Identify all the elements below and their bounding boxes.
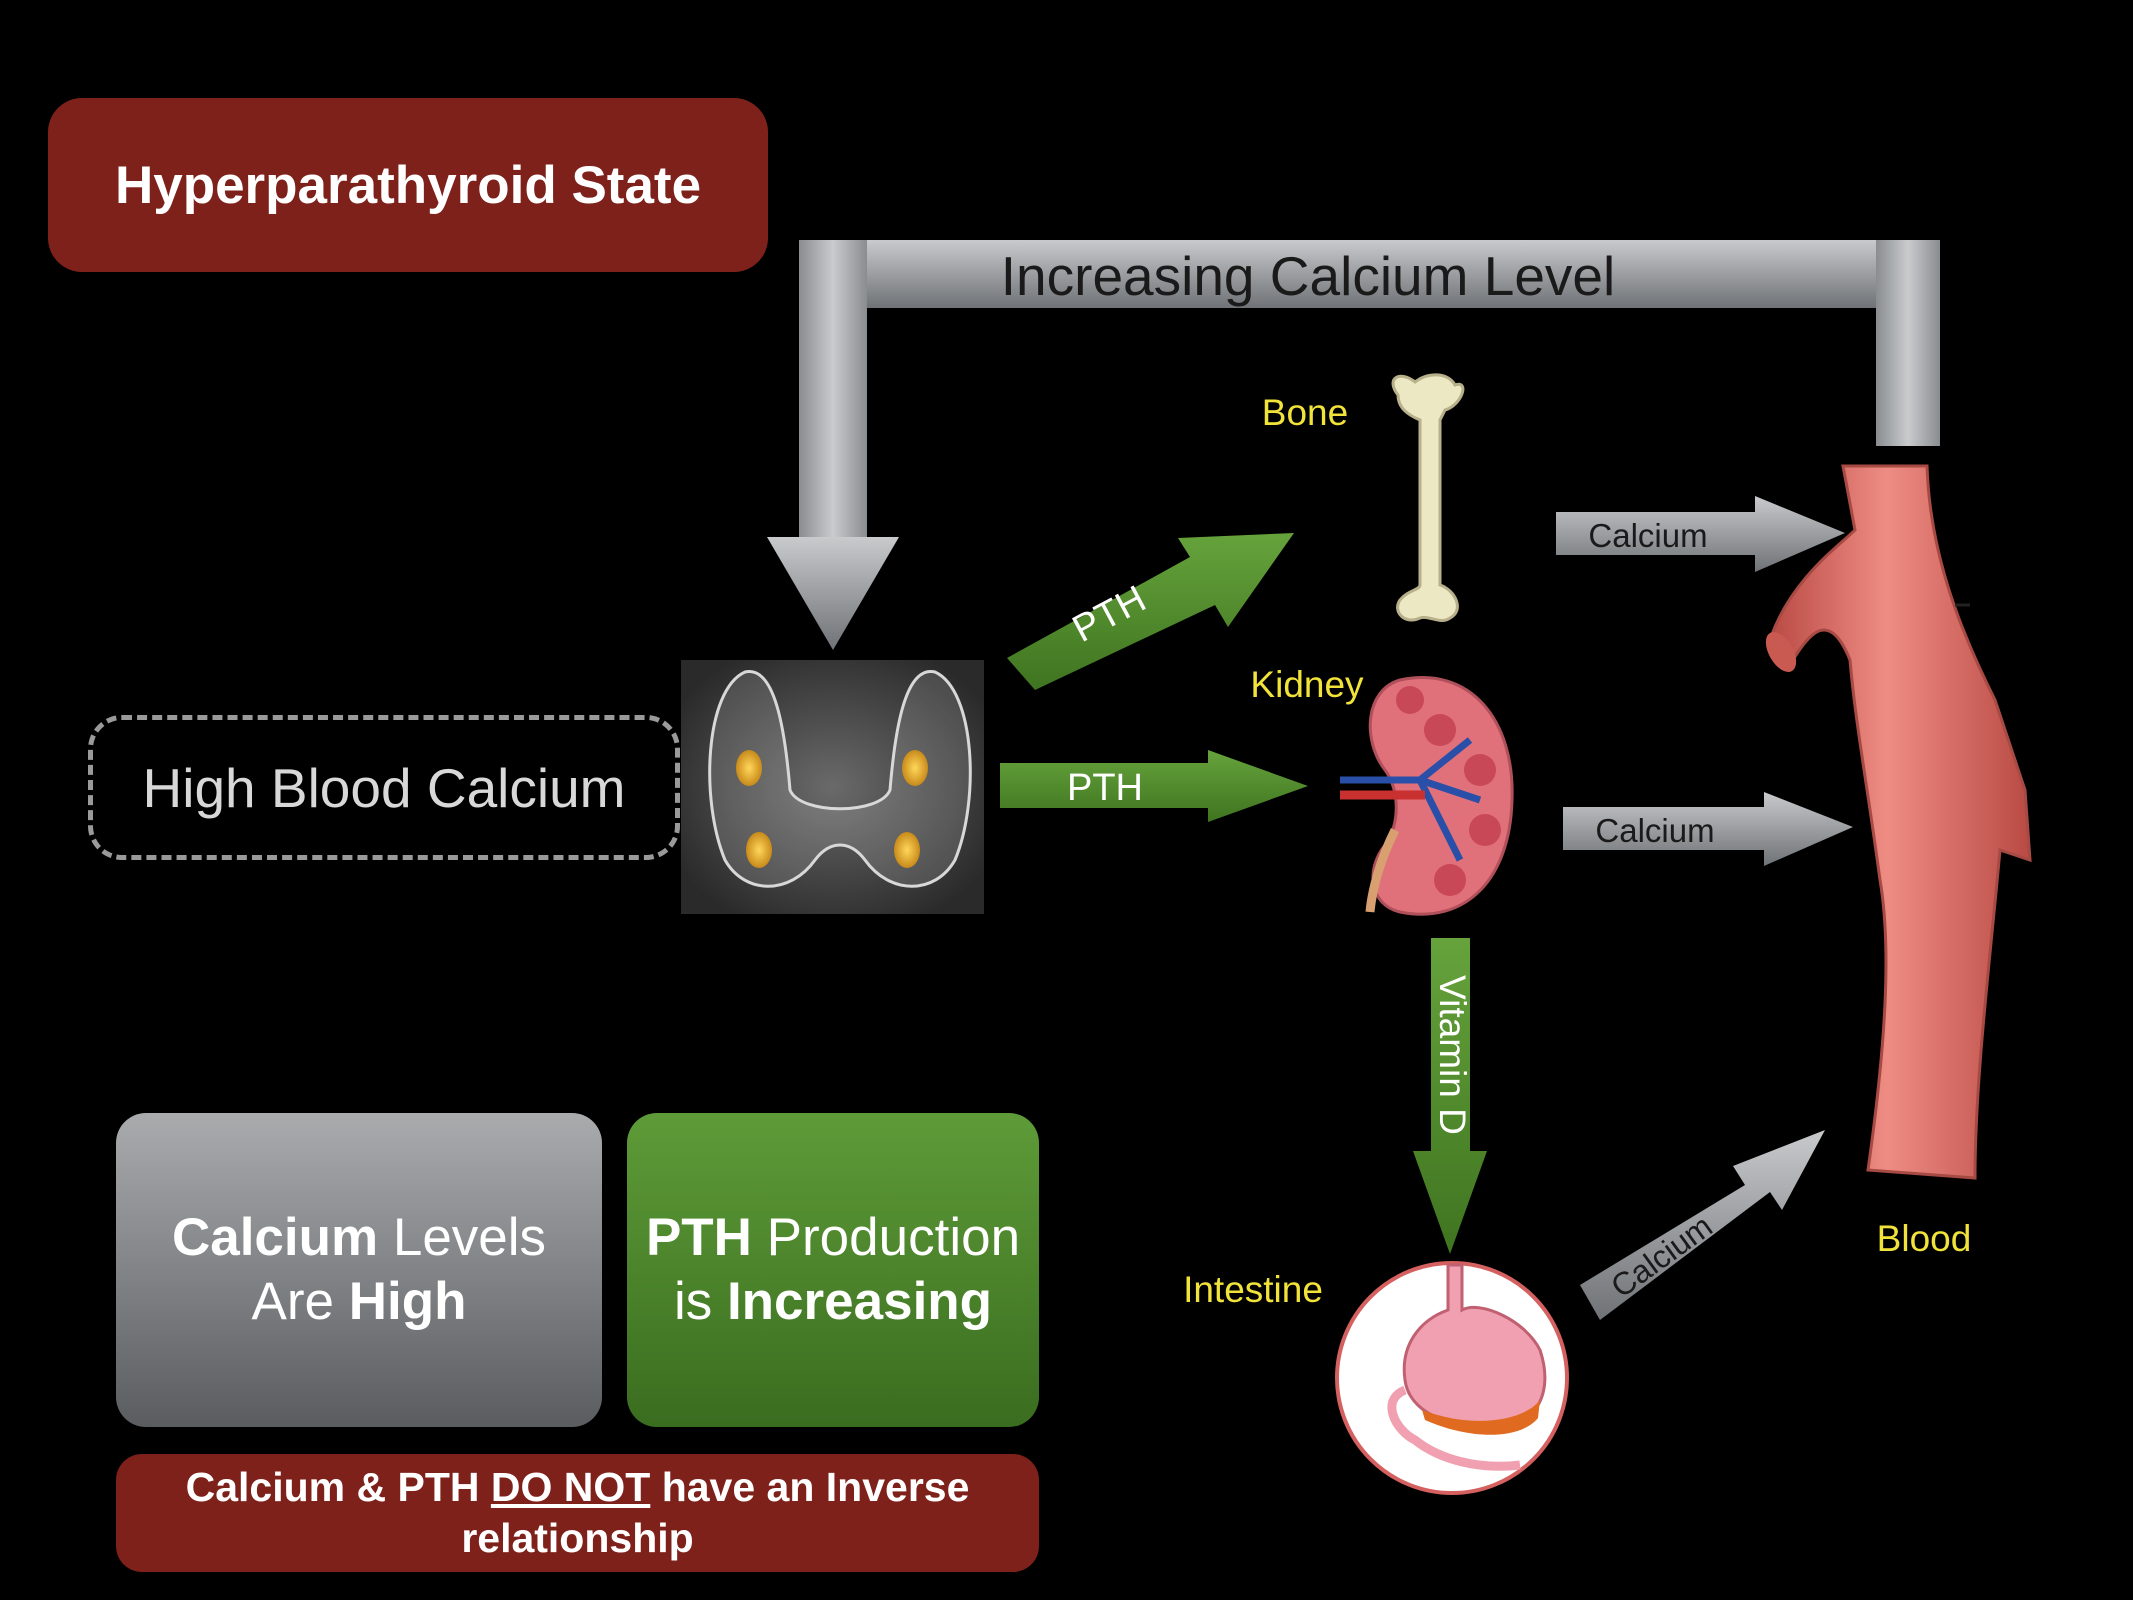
vitamin-d-arrow: Vitamin D xyxy=(1413,938,1487,1254)
pth-to-kidney-label: PTH xyxy=(1067,767,1143,809)
parathyroid-nodule xyxy=(902,750,928,786)
kidney-illustration xyxy=(1340,676,1514,916)
bone-illustration xyxy=(1391,373,1465,623)
feedback-loop-arrow xyxy=(767,240,1940,650)
loop-top-bar xyxy=(866,240,1940,308)
bone-calcium-arrow: Calcium xyxy=(1556,496,1845,572)
intestine-illustration xyxy=(1335,1261,1569,1495)
calcium-levels-box: Calcium Levels Are High xyxy=(116,1113,602,1427)
kidney-label: Kidney xyxy=(1250,664,1364,705)
vitamin-d-label: Vitamin D xyxy=(1432,975,1473,1135)
title-banner: Hyperparathyroid State xyxy=(48,98,768,272)
kidney-calcium-label: Calcium xyxy=(1595,812,1714,849)
relationship-note-line-1: Calcium & PTH DO NOT have an Inverse xyxy=(185,1464,970,1510)
calcium-levels-line-1: Calcium Levels xyxy=(171,1208,547,1267)
loop-label: Increasing Calcium Level xyxy=(1001,245,1615,307)
parathyroid-nodule xyxy=(736,750,762,786)
intestine-calcium-arrow: Calcium xyxy=(1580,1130,1825,1320)
parathyroid-nodule xyxy=(746,832,772,868)
title-text: Hyperparathyroid State xyxy=(114,155,702,215)
blood-vessel-illustration xyxy=(1765,464,2032,1180)
kidney-calcium-arrow: Calcium xyxy=(1563,792,1853,866)
loop-right-bar xyxy=(1876,240,1940,446)
loop-arrow-head xyxy=(767,537,899,650)
relationship-note-line-2: relationship xyxy=(461,1515,694,1561)
parathyroid-nodule xyxy=(894,832,920,868)
parathyroid-gland xyxy=(681,660,984,914)
bone-calcium-label: Calcium xyxy=(1588,517,1707,554)
bone-label: Bone xyxy=(1262,392,1348,433)
state-box: High Blood Calcium xyxy=(88,715,680,860)
pth-production-box: PTH Production is Increasing xyxy=(627,1113,1039,1427)
intestine-calcium-label: Calcium xyxy=(1604,1208,1719,1305)
relationship-note: Calcium & PTH DO NOT have an Inverse rel… xyxy=(116,1454,1039,1572)
loop-left-bar xyxy=(799,240,867,540)
pth-production-line-1: PTH Production xyxy=(645,1208,1021,1267)
intestine-label: Intestine xyxy=(1183,1269,1323,1310)
blood-label: Blood xyxy=(1877,1218,1972,1259)
pth-production-line-2: is Increasing xyxy=(673,1272,993,1331)
calcium-levels-line-2: Are High xyxy=(251,1272,467,1331)
state-label: High Blood Calcium xyxy=(142,756,626,819)
pth-to-kidney-arrow: PTH xyxy=(1000,750,1308,822)
